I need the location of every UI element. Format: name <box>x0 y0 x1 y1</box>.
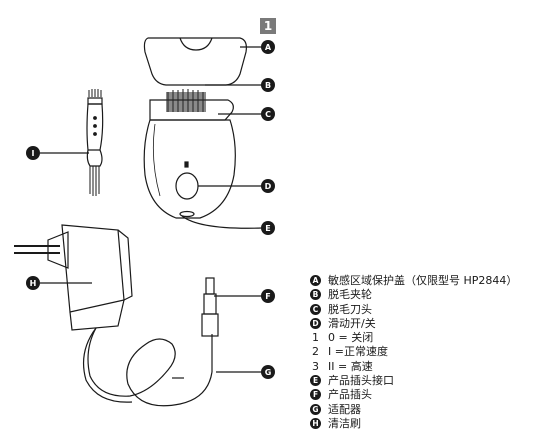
legend-marker: E <box>310 375 321 387</box>
legend-text: 0 = 关闭 <box>328 331 374 345</box>
protection-cap <box>143 37 262 86</box>
legend-text: 脱毛刀头 <box>328 302 372 316</box>
cord-and-plug <box>83 277 262 407</box>
legend-text: II = 高速 <box>328 359 373 373</box>
legend-marker: A <box>310 275 321 286</box>
legend-text: 产品插头 <box>328 388 372 402</box>
adapter <box>14 224 133 331</box>
epilating-head <box>149 84 262 121</box>
legend-marker: F <box>310 389 321 401</box>
callout-c: C <box>265 110 271 119</box>
legend-number: 2 <box>312 345 319 359</box>
legend-text: 产品插头接口 <box>328 374 394 388</box>
legend-number: 3 <box>312 359 319 373</box>
callout-e: E <box>265 224 270 233</box>
callouts <box>26 40 275 379</box>
legend-text: 脱毛夹轮 <box>328 288 372 302</box>
callout-a: A <box>265 43 272 52</box>
legend-text: I =正常速度 <box>328 345 388 359</box>
legend-marker: H <box>310 417 321 429</box>
callout-h: H <box>30 279 37 288</box>
legend-marker: C <box>310 303 321 315</box>
legend-marker: B <box>310 289 321 301</box>
legend-text: 敏感区域保护盖（仅限型号 HP2844） <box>328 274 518 287</box>
appliance-body <box>143 119 263 229</box>
legend-text: 适配器 <box>328 402 361 416</box>
callout-i: I <box>32 149 35 158</box>
figure-number: 1 <box>260 18 276 34</box>
legend-marker: G <box>310 403 321 415</box>
legend-text: 清洁刷 <box>328 416 361 430</box>
cleaning-brush <box>40 89 104 196</box>
callout-f: F <box>265 292 270 301</box>
callout-b: B <box>265 81 271 90</box>
legend-text: 滑动开/关 <box>328 316 376 330</box>
legend-marker: D <box>310 317 321 329</box>
legend-number: 1 <box>312 331 319 345</box>
callout-g: G <box>265 368 272 377</box>
callout-d: D <box>265 182 272 191</box>
